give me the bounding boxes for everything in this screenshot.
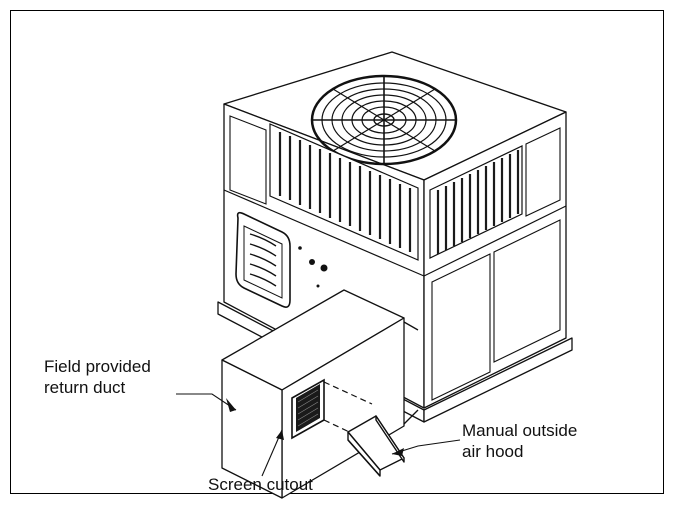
upper-panel-seam-right (423, 205, 567, 277)
left-louver-grille (269, 123, 419, 261)
left-corner-panel (229, 115, 267, 205)
side-knockouts (298, 246, 328, 288)
unit-base-rail-right (423, 337, 573, 423)
label-line: Field provided (44, 357, 151, 376)
label-field-provided-return-duct: Field provided return duct (44, 356, 151, 398)
air-hood (347, 415, 405, 477)
label-screen-cutout: Screen cutout (208, 474, 313, 495)
screen-arrowhead-icon (276, 430, 284, 440)
duct-arrowhead-icon (226, 398, 236, 412)
right-louver-grille (429, 145, 523, 259)
hood-arrowhead-icon (392, 448, 404, 456)
label-manual-outside-air-hood: Manual outside air hood (462, 420, 577, 462)
condenser-fan-icon (310, 74, 458, 166)
label-line: return duct (44, 378, 126, 397)
right-lower-panel-b (493, 219, 561, 363)
label-line: Screen cutout (208, 475, 313, 494)
upper-panel-seam (223, 189, 425, 277)
right-lower-panel-a (431, 253, 491, 401)
label-line: air hood (462, 442, 524, 461)
screen-cutout-grille (291, 378, 325, 440)
label-line: Manual outside (462, 421, 578, 440)
install-path-line-top (323, 381, 373, 405)
right-corner-panel (525, 127, 561, 217)
coil-window (235, 211, 291, 308)
